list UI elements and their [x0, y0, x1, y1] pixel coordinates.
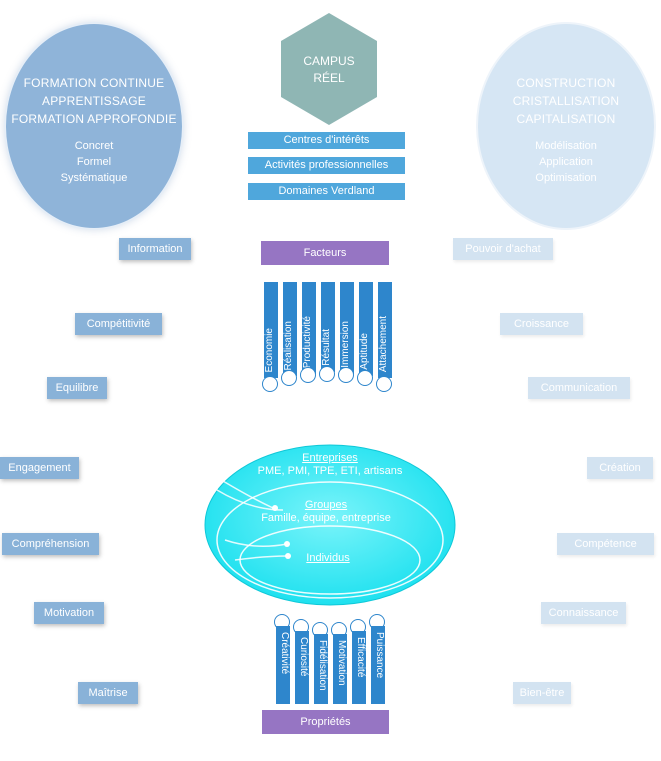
facteur-dot: [319, 366, 335, 382]
right-circle-sub: Application: [539, 156, 593, 168]
left-label-motivation: Motivation: [34, 602, 104, 624]
propriete-column: Fidélisation: [314, 634, 328, 704]
connector-line: [224, 539, 288, 547]
campus-line: RÉEL: [313, 71, 345, 85]
individus-text: Individus: [228, 552, 428, 565]
left-label-equilibre: Equilibre: [47, 377, 107, 399]
right-circle-line: CRISTALLISATION: [512, 94, 620, 108]
connector-dot: [285, 553, 291, 559]
facteur-dot: [376, 376, 392, 392]
propriete-label: Efficacité: [355, 637, 366, 678]
connector-line: [204, 469, 274, 509]
facteur-label: Productivité: [302, 315, 313, 368]
right-circle-sub: Modélisation: [535, 140, 597, 152]
right-label-pouvoir-achat: Pouvoir d'achat: [453, 238, 553, 260]
groupes-title: Groupes: [304, 499, 348, 511]
facteur-column: Résultat: [321, 282, 335, 372]
facteur-dot: [300, 367, 316, 383]
entreprises-text: Entreprises PME, PMI, TPE, ETI, artisans: [230, 452, 430, 478]
facteur-dot: [357, 370, 373, 386]
groups-ellipse-diagram: [204, 444, 456, 606]
left-circle: FORMATION CONTINUE APPRENTISSAGE FORMATI…: [4, 22, 184, 230]
propriete-label: Créativité: [279, 632, 290, 675]
right-label-creation: Création: [587, 457, 653, 479]
facteur-label: Economie: [264, 327, 275, 372]
facteurs-label: Facteurs: [261, 241, 389, 265]
right-circle: CONSTRUCTION CRISTALLISATION CAPITALISAT…: [476, 22, 656, 230]
bar-domaines-verdland: Domaines Verdland: [248, 183, 405, 200]
facteur-column: Attachement: [378, 282, 392, 378]
left-circle-sub: Formel: [76, 156, 112, 168]
right-circle-line: CAPITALISATION: [516, 112, 616, 126]
facteur-column: Productivité: [302, 282, 316, 374]
left-circle-sub: Systématique: [60, 172, 128, 184]
entreprises-title: Entreprises: [302, 452, 358, 464]
facteur-column: Economie: [264, 282, 278, 378]
facteur-label: Aptitude: [359, 333, 370, 370]
campus-hexagon: CAMPUS RÉEL: [281, 13, 377, 125]
connector-dot: [272, 505, 278, 511]
left-label-information: Information: [119, 238, 191, 260]
right-circle-sub: Optimisation: [535, 172, 597, 184]
left-circle-sub: Concret: [74, 140, 114, 152]
groupes-sub: Famille, équipe, entreprise: [261, 512, 391, 524]
propriete-label: Fidélisation: [317, 640, 328, 691]
facteur-label: Attachement: [378, 315, 389, 372]
left-circle-line: APPRENTISSAGE: [42, 94, 146, 108]
facteur-dot: [262, 376, 278, 392]
facteur-label: Résultat: [321, 329, 332, 366]
right-label-connaissance: Connaissance: [541, 602, 626, 624]
left-circle-line: FORMATION APPROFONDIE: [11, 112, 177, 126]
facteur-column: Immersion: [340, 282, 354, 374]
middle-ellipse: [216, 481, 444, 599]
individus-title: Individus: [306, 552, 350, 564]
facteur-dot: [338, 367, 354, 383]
left-label-competitivite: Compétitivité: [75, 313, 162, 335]
propriete-column: Efficacité: [352, 631, 366, 704]
left-label-engagement: Engagement: [0, 457, 79, 479]
left-circle-line: FORMATION CONTINUE: [23, 76, 165, 90]
outer-ellipse: [204, 444, 456, 606]
propriete-column: Curiosité: [295, 631, 309, 704]
entreprises-sub: PME, PMI, TPE, ETI, artisans: [257, 465, 403, 477]
left-label-maitrise: Maîtrise: [78, 682, 138, 704]
propriete-column: Motivation: [333, 634, 347, 704]
right-label-communication: Communication: [528, 377, 630, 399]
propriete-column: Puissance: [371, 626, 385, 704]
right-label-bien-etre: Bien-être: [513, 682, 571, 704]
right-label-croissance: Croissance: [500, 313, 583, 335]
campus-line: CAMPUS: [303, 54, 355, 68]
facteur-column: Réalisation: [283, 282, 297, 376]
propriete-label: Motivation: [336, 640, 347, 686]
facteur-label: Immersion: [340, 321, 351, 368]
propriete-column: Créativité: [276, 626, 290, 704]
connector-dot: [284, 541, 290, 547]
bar-activites-professionnelles: Activités professionnelles: [248, 157, 405, 174]
facteur-label: Réalisation: [283, 320, 294, 370]
facteur-column: Aptitude: [359, 282, 373, 376]
groupes-text: Groupes Famille, équipe, entreprise: [226, 499, 426, 525]
facteur-dot: [281, 370, 297, 386]
proprietes-label: Propriétés: [262, 710, 389, 734]
right-label-competence: Compétence: [557, 533, 654, 555]
left-label-comprehension: Compréhension: [2, 533, 99, 555]
propriete-label: Curiosité: [298, 637, 309, 677]
connector-line: [234, 555, 288, 561]
bar-centres-interets: Centres d'intérêts: [248, 132, 405, 149]
right-circle-line: CONSTRUCTION: [516, 76, 616, 90]
propriete-label: Puissance: [374, 632, 385, 679]
